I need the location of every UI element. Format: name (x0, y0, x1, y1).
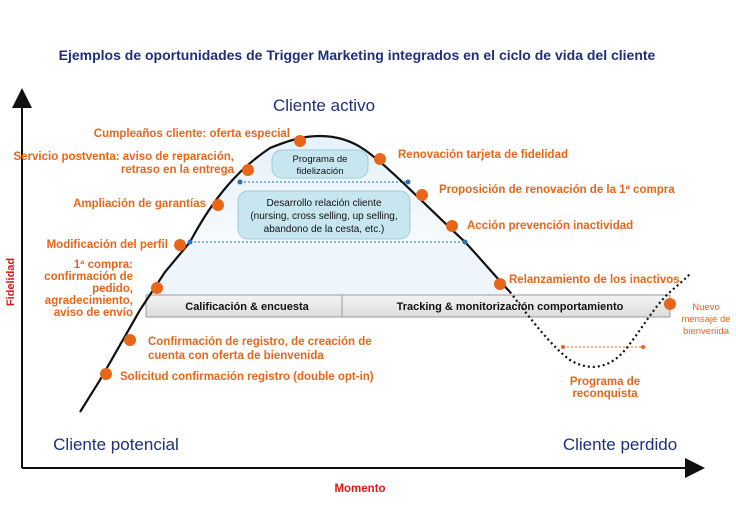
trigger-service-line-2: retraso en la entrega (121, 164, 235, 176)
trigger-dot-relaunch (494, 278, 506, 290)
x-axis-label: Momento (334, 483, 385, 495)
loyalty-program-line-1: Programa de (293, 154, 348, 165)
trigger-welcome-line-3: bienvenida (683, 326, 730, 337)
phase-potential-label: Cliente potencial (53, 435, 179, 454)
trigger-first-purchase-line-1: 1ª compra: (74, 259, 133, 271)
guide-dot (237, 179, 243, 185)
trigger-registration-line-1: Confirmación de registro, de creación de (148, 336, 372, 348)
trigger-first-purchase-line-3: pedido, (92, 283, 133, 295)
diagram-title: Ejemplos de oportunidades de Trigger Mar… (59, 47, 656, 63)
trigger-welcome-line-2: mensaje de (681, 314, 730, 325)
trigger-welcome-line-1: Nuevo (692, 302, 719, 313)
fidelity-zone-lower (146, 242, 510, 295)
relationship-line-2: (nursing, cross selling, up selling, (250, 211, 397, 222)
trigger-renewal-proposal: Proposición de renovación de la 1ª compr… (439, 184, 675, 196)
trigger-profile: Modificación del perfil (47, 239, 168, 251)
trigger-reconquest-line-1: Programa de (570, 376, 640, 388)
trigger-inactivity: Acción prevención inactividad (467, 220, 633, 232)
relationship-box (237, 190, 411, 240)
relationship-line-3: abandono de la cesta, etc.) (264, 224, 385, 235)
trigger-dot-card-renewal (374, 153, 386, 165)
loyalty-program-line-2: fidelización (297, 166, 344, 177)
band-right-label: Tracking & monitorización comportamiento (397, 301, 624, 313)
guide-dot (641, 345, 645, 349)
loyalty-program-box (271, 149, 369, 179)
trigger-dot-registration (124, 334, 136, 346)
trigger-dot-service (242, 164, 254, 176)
trigger-birthday: Cumpleaños cliente: oferta especial (94, 128, 290, 140)
trigger-dot-profile (174, 239, 186, 251)
trigger-relaunch: Relanzamiento de los inactivos (509, 274, 680, 286)
trigger-reconquest-line-2: reconquista (572, 388, 638, 400)
phase-active-label: Cliente activo (273, 96, 375, 115)
phase-lost-label: Cliente perdido (563, 435, 677, 454)
guide-dot (462, 239, 468, 245)
trigger-dot-renewal-proposal (416, 189, 428, 201)
lifecycle-curve-dotted (509, 273, 691, 368)
trigger-first-purchase-line-5: aviso de envío (54, 307, 133, 319)
trigger-double-optin: Solicitud confirmación registro (double … (120, 371, 374, 383)
trigger-registration-line-2: cuenta con oferta de bienvenida (148, 350, 324, 362)
band-left-label: Calificación & encuesta (185, 301, 309, 313)
trigger-dot-birthday (294, 135, 306, 147)
trigger-warranty: Ampliación de garantías (73, 198, 206, 210)
guide-dot (405, 179, 411, 185)
trigger-dot-welcome (664, 298, 676, 310)
trigger-first-purchase-line-4: agradecimiento, (45, 295, 133, 307)
y-axis-label: Fidelidad (5, 258, 17, 306)
trigger-dot-warranty (212, 199, 224, 211)
trigger-dot-double-optin (100, 368, 112, 380)
trigger-dot-first-purchase (151, 282, 163, 294)
trigger-dot-inactivity (446, 220, 458, 232)
guide-dot (561, 345, 565, 349)
guide-dot (187, 239, 193, 245)
trigger-card-renewal: Renovación tarjeta de fidelidad (398, 149, 568, 161)
trigger-first-purchase-line-2: confirmación de (44, 271, 133, 283)
trigger-service-line-1: Servicio postventa: aviso de reparación, (14, 151, 235, 163)
relationship-line-1: Desarrollo relación cliente (266, 198, 381, 209)
